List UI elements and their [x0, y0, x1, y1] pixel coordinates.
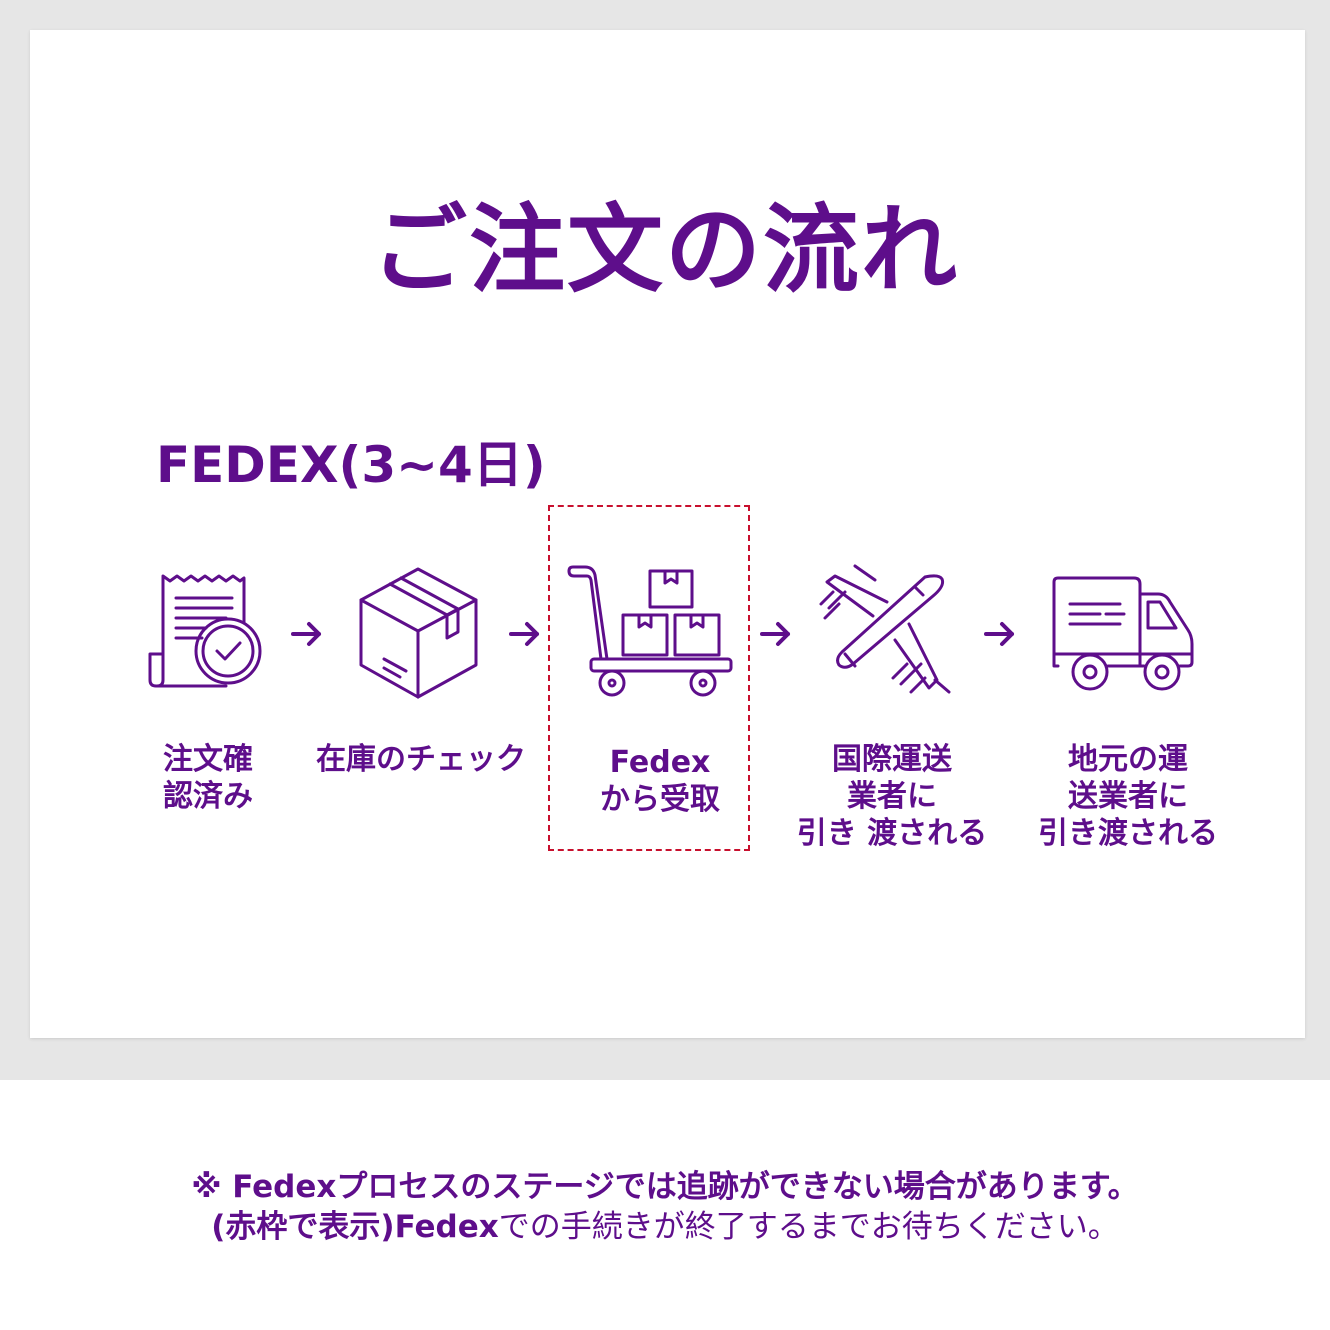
airplane-icon — [815, 562, 960, 702]
shipping-method-title: FEDEX(3~4日) — [156, 436, 546, 494]
receipt-check-icon — [146, 572, 264, 690]
delivery-truck-icon — [1050, 574, 1195, 694]
arrow-right-icon — [758, 619, 794, 649]
arrow-right-icon — [507, 619, 543, 649]
step-label-fedex-pickup: Fedex から受取 — [600, 745, 720, 817]
step-label-international-carrier: 国際運送 業者に 引き 渡される — [796, 742, 988, 851]
hand-truck-icon — [565, 563, 735, 698]
tracking-notice-line1: ※ Fedexプロセスのステージでは追跡ができない場合があります。 — [191, 1169, 1139, 1205]
page-title: ご注文の流れ — [371, 194, 959, 306]
step-label-local-carrier: 地元の運 送業者に 引き渡される — [1038, 742, 1218, 851]
content-card — [30, 30, 1305, 1038]
package-box-icon — [356, 565, 481, 700]
tracking-notice-line2: (赤枠で表示)Fedexでの手続きが終了するまでお待ちください。 — [211, 1209, 1119, 1245]
step-label-stock-check: 在庫のチェック — [316, 742, 526, 777]
fedex-step-highlight — [548, 505, 750, 851]
arrow-right-icon — [982, 619, 1018, 649]
arrow-right-icon — [289, 619, 325, 649]
step-label-order-confirmed: 注文確 認済み — [163, 742, 253, 814]
